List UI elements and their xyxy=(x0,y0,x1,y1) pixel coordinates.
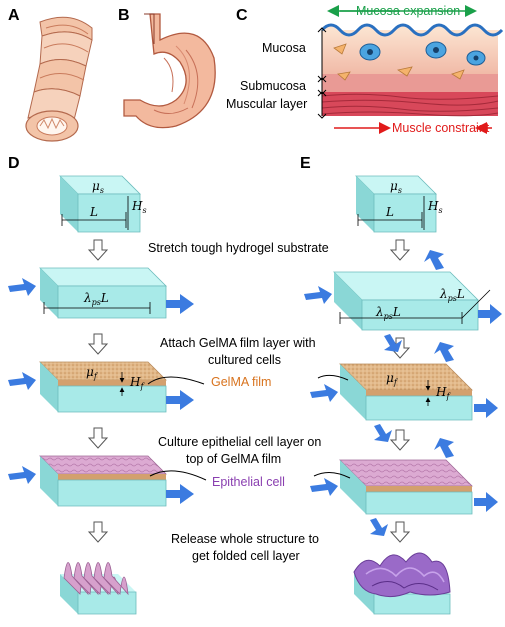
muscle-constraint-label: Muscle constraint xyxy=(392,121,490,135)
e-gelma-arrows xyxy=(310,342,498,442)
e-stretch-length-x: λpsL xyxy=(375,305,401,321)
e-mu-f-label: μf xyxy=(386,371,399,387)
e-epithelial-block xyxy=(313,459,473,515)
e-substrate-block xyxy=(355,175,437,233)
d-gelma-block xyxy=(39,361,205,413)
d-stretch-arrows xyxy=(8,278,194,314)
mucosa-expansion-label: Mucosa expansion xyxy=(356,4,460,18)
e-film-height-label: Hf xyxy=(435,385,451,401)
d-stretch-length-label: λpsL xyxy=(83,291,109,307)
d-mu-f-label: μf xyxy=(86,365,99,381)
epithelial-cell-label: Epithelial cell xyxy=(212,475,285,489)
d-gelma-arrows xyxy=(8,372,194,410)
step-attach-line1: Attach GelMA film layer with xyxy=(160,336,316,350)
e-stretch-length-y: λpsL xyxy=(439,287,465,303)
tissue-cross-section xyxy=(317,5,504,134)
step-release-line1: Release whole structure to xyxy=(171,532,319,546)
stomach-illustration xyxy=(123,13,216,129)
panel-label-e: E xyxy=(300,155,311,172)
panel-label-d: D xyxy=(8,155,20,172)
d-stretched-substrate xyxy=(39,267,167,319)
e-height-label: Hs xyxy=(427,199,443,215)
e-epithelial-arrows xyxy=(310,438,498,536)
d-height-label: Hs xyxy=(131,199,147,215)
d-mu-s-label: μs xyxy=(92,179,104,195)
e-length-label: L xyxy=(385,205,394,219)
d-film-height-label: Hf xyxy=(129,375,145,391)
muscular-layer-label: Muscular layer xyxy=(226,97,307,111)
e-mu-s-label: μs xyxy=(390,179,402,195)
d-substrate-block xyxy=(59,175,141,233)
d-epithelial-arrows xyxy=(8,466,194,504)
panel-label-a: A xyxy=(8,7,20,24)
e-gelma-block xyxy=(317,363,473,421)
gelma-film-label: GelMA film xyxy=(211,375,271,389)
d-epithelial-block xyxy=(39,455,207,507)
d-folded-structure xyxy=(60,562,137,615)
d-length-label: L xyxy=(89,205,98,219)
esophagus-illustration xyxy=(25,16,93,142)
panel-label-b: B xyxy=(118,7,130,24)
step-culture-line1: Culture epithelial cell layer on xyxy=(158,435,321,449)
mucosa-label: Mucosa xyxy=(262,41,306,55)
step-attach-line2: cultured cells xyxy=(208,353,281,367)
e-stretched-substrate xyxy=(333,271,491,331)
submucosa-label: Submucosa xyxy=(240,79,306,93)
e-folded-structure xyxy=(353,552,451,615)
d-step-arrows xyxy=(87,239,109,543)
step-culture-line2: top of GelMA film xyxy=(186,452,281,466)
panel-label-c: C xyxy=(236,7,248,24)
step-stretch-label: Stretch tough hydrogel substrate xyxy=(148,241,329,255)
step-release-line2: get folded cell layer xyxy=(192,549,300,563)
e-stretch-arrows xyxy=(304,250,502,352)
